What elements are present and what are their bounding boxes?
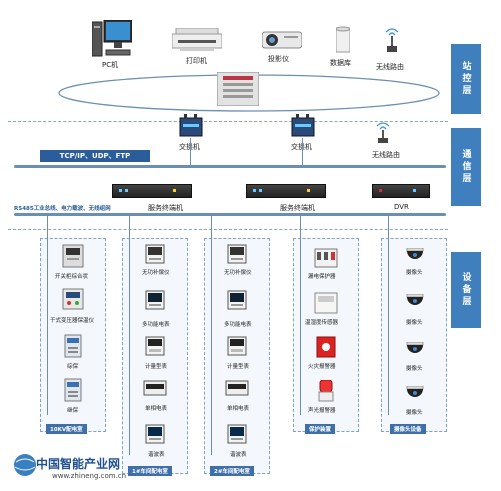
zone2-dev3-label: 计量型表 [145, 364, 168, 370]
metering-meter-icon-2 [227, 336, 247, 356]
central-server-icon [216, 71, 260, 107]
layer-tab-station: 站控层 [451, 44, 481, 114]
printer-label: 打印机 [186, 57, 207, 65]
harmonic-meter-icon-2 [227, 424, 247, 444]
link-switch1 [190, 138, 191, 165]
link-switch2 [302, 138, 303, 165]
zone2-dev1-label: 无功补偿仪 [142, 270, 170, 276]
reactive-comp-icon-1 [145, 244, 165, 264]
trunk-zone-3 [211, 215, 212, 455]
projector-icon [261, 28, 303, 50]
switch-2-icon [290, 114, 316, 138]
server-terminal-2-icon [246, 184, 326, 198]
temp-humidity-sensor-icon [314, 292, 338, 314]
zone1-dev3-label: 综保 [67, 364, 79, 370]
zone-workshop-1-label: 1#车间配电室 [128, 466, 172, 476]
zone1-dev1-label: 开关柜综合状 [55, 274, 89, 280]
divider-station-comm [8, 121, 448, 122]
relay-protection-icon [64, 378, 82, 402]
zone4-dev3-label: 火灾报警器 [308, 364, 336, 370]
site-logo-globe-icon [12, 452, 38, 478]
zone1-dev2-label: 干式变压器保温仪 [50, 318, 95, 324]
zone5-dev2-label: 摄像头 [406, 320, 423, 326]
zone1-dev4-label: 继保 [67, 408, 79, 414]
bus-label: RS485工业总线、电力载波、无线组网 [14, 206, 111, 212]
zone3-dev3-label: 计量型表 [227, 364, 250, 370]
dvr-icon [372, 184, 430, 198]
layer-tab-comm: 通信层 [451, 128, 481, 206]
integrated-protection-icon [64, 334, 82, 358]
trunk-zone-5 [388, 215, 389, 415]
projector-label: 投影仪 [268, 55, 289, 63]
zone2-dev5-label: 谐波表 [148, 452, 165, 458]
field-bus [14, 213, 446, 216]
zone-protection-label: 保护装置 [305, 424, 336, 434]
zone3-dev5-label: 谐波表 [230, 452, 247, 458]
switch-2-label: 交换机 [291, 142, 312, 152]
zone5-dev4-label: 摄像头 [406, 410, 423, 416]
comm-wireless-router-icon [375, 122, 391, 144]
zone3-dev2-label: 多功能电表 [224, 322, 252, 328]
server-terminal-1-icon [112, 184, 192, 198]
printer-icon [171, 27, 223, 52]
pc-label: PC机 [102, 61, 119, 69]
layer-comm-label: 通信层 [460, 149, 471, 185]
layer-device-label: 设备层 [460, 272, 471, 308]
dvr-label: DVR [394, 203, 409, 211]
pc-icon [91, 19, 133, 58]
zone2-dev4-label: 单相电表 [145, 406, 168, 412]
switch-1-label: 交换机 [179, 142, 200, 152]
database-label: 数据库 [330, 59, 351, 67]
switch-1-icon [178, 114, 204, 138]
zone4-dev1-label: 漏电保护器 [308, 274, 336, 280]
single-phase-meter-icon-1 [143, 380, 167, 396]
station-router-label: 无线路由 [376, 63, 404, 71]
protocol-banner: TCP/IP、UDP、FTP [40, 150, 150, 162]
zone4-dev2-label: 温湿度传感器 [305, 320, 339, 326]
multi-meter-icon-2 [227, 290, 247, 310]
single-phase-meter-icon-2 [225, 380, 249, 396]
layer-station-label: 站控层 [460, 61, 471, 97]
reactive-comp-icon-2 [227, 244, 247, 264]
protocol-text: TCP/IP、UDP、FTP [59, 152, 131, 160]
zone5-dev3-label: 摄像头 [406, 366, 423, 372]
trunk-zone-4 [300, 215, 301, 415]
wireless-router-icon [384, 28, 400, 54]
camera-icon-4 [405, 385, 425, 402]
metering-meter-icon-1 [145, 336, 165, 356]
site-url: www.zhineng.com.cn [52, 472, 127, 480]
divider-comm-device [8, 229, 448, 230]
camera-icon-3 [405, 341, 425, 358]
server-terminal-2-label: 服务终端机 [280, 204, 315, 212]
leakage-protector-icon [314, 248, 338, 268]
multi-meter-icon-1 [145, 290, 165, 310]
database-icon [335, 26, 351, 54]
zone-cameras-label: 摄像头设备 [390, 424, 426, 434]
switchgear-monitor-icon [62, 244, 84, 268]
trunk-zone-2 [129, 215, 130, 455]
harmonic-meter-icon-1 [145, 424, 165, 444]
camera-icon-2 [405, 293, 425, 310]
zone4-dev4-label: 声光报警器 [308, 408, 336, 414]
server-terminal-1-label: 服务终端机 [148, 204, 183, 212]
sound-light-alarm-icon [318, 379, 334, 402]
camera-icon-1 [405, 247, 425, 264]
zone5-dev1-label: 摄像头 [406, 270, 423, 276]
comm-router-label: 无线路由 [372, 151, 400, 159]
site-logo-text: 中国智能产业网 [36, 457, 121, 471]
zone-cameras [381, 238, 447, 432]
layer-tab-device: 设备层 [451, 252, 481, 328]
trunk-zone-1 [47, 215, 48, 415]
zone-workshop-2-label: 2#车间配电室 [210, 466, 254, 476]
transformer-temp-icon [62, 288, 84, 310]
zone-10kv-label: 10KV配电室 [46, 424, 87, 434]
zone2-dev2-label: 多功能电表 [142, 322, 170, 328]
ethernet-backbone [14, 165, 446, 168]
zone3-dev1-label: 无功补偿仪 [224, 270, 252, 276]
fire-alarm-icon [316, 336, 336, 358]
zone3-dev4-label: 单相电表 [227, 406, 250, 412]
